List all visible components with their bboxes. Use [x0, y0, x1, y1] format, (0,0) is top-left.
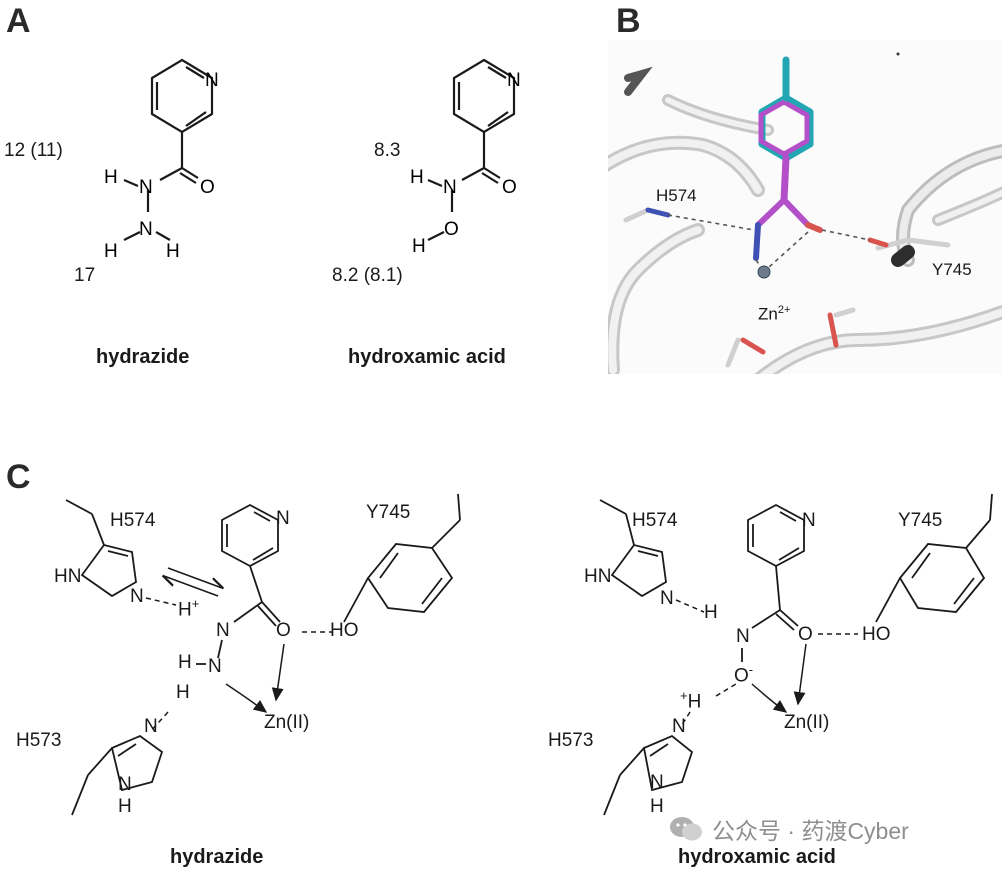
c-left-h-plus: H+ [178, 596, 199, 621]
c-right-h-plus: +H [680, 688, 701, 713]
c-right-ring-n: N [802, 510, 816, 531]
hydroxamic-h1: H [410, 167, 424, 188]
c-left-h3: H [176, 682, 190, 703]
c-right-minus: - [748, 662, 754, 677]
c-left-nh: N [118, 774, 132, 795]
hydrazide-ring-n: N [205, 70, 219, 91]
c-right-nh: N [650, 772, 664, 793]
hydrazide-h3: H [166, 241, 180, 262]
c-left-n-im1: N [130, 586, 144, 607]
zinc-ion [757, 265, 771, 279]
panel-letter-a: A [6, 2, 31, 40]
hydrazide-n1: N [139, 177, 153, 198]
c-right-h-plus-h: H [687, 691, 702, 713]
c-left-o: O [276, 620, 291, 641]
c-left-plus: + [191, 596, 200, 611]
hydrazide-pyridine-ring [123, 58, 214, 241]
hydroxamic-o: O [502, 177, 517, 198]
wechat-icon [670, 817, 702, 841]
c-left-n-im2: N [144, 716, 158, 737]
panel-b-h574-label: H574 [656, 186, 697, 205]
hydroxamic-ring-n: N [507, 70, 521, 91]
hydrazide-h1: H [104, 167, 118, 188]
c-left-hn: HN [54, 566, 82, 587]
hydrazide-h2: H [104, 241, 118, 262]
hydrazide-n2: N [139, 219, 153, 240]
c-left-h2: H [178, 652, 192, 673]
panel-b-y745-label: Y745 [932, 260, 972, 279]
watermark-text: 公众号 · 药渡Cyber [712, 818, 909, 844]
c-right-zn: Zn(II) [784, 712, 830, 733]
panel-letter-b: B [616, 2, 641, 40]
hydroxamic-n1: N [443, 177, 457, 198]
c-right-ho: HO [862, 624, 891, 645]
c-left-caption: hydrazide [170, 846, 264, 868]
crystal-structure-panel: H574 Y745 Zn2+ [608, 40, 1002, 374]
c-right-o-minus-o: O [734, 665, 749, 687]
crystal-structure-render [608, 52, 1002, 374]
hydroxamic-h2: H [412, 236, 426, 257]
c-left-n2: N [208, 656, 222, 677]
panel-b-zn-label: Zn2+ [758, 304, 790, 325]
hydroxamic-caption: hydroxamic acid [348, 346, 506, 368]
c-left-nh-h: H [118, 796, 132, 817]
right-hydroxamic-bonds [599, 493, 993, 816]
panel-letter-c: C [6, 458, 31, 496]
hydroxamic-pyridine-ring [427, 58, 516, 241]
c-right-o-minus: O- [734, 662, 753, 687]
c-left-y745: Y745 [366, 502, 411, 523]
c-left-h574: H574 [110, 510, 156, 531]
c-right-hn: HN [584, 566, 612, 587]
hydrazide-o: O [200, 177, 215, 198]
hydrazide-pka-top: 12 (11) [4, 140, 63, 161]
c-left-h-plus-h: H [178, 599, 192, 621]
c-right-n1: N [736, 626, 750, 647]
hydroxamic-pka-bottom: 8.2 (8.1) [332, 265, 403, 286]
c-right-n-im2: N [672, 716, 686, 737]
panel-b-zn-charge: 2+ [777, 304, 791, 316]
panel-b-zn-text: Zn [758, 304, 778, 324]
c-right-caption: hydroxamic acid [678, 846, 836, 868]
panel-c-mechanisms [65, 493, 993, 816]
c-right-h574: H574 [632, 510, 678, 531]
c-left-ho: HO [330, 620, 359, 641]
c-right-h573: H573 [548, 730, 594, 751]
c-left-h573: H573 [16, 730, 62, 751]
hydrazide-pka-bottom: 17 [74, 265, 96, 286]
c-right-h1: H [704, 602, 718, 623]
watermark: 公众号 · 药渡Cyber [668, 812, 909, 846]
c-left-ring-n: N [276, 508, 290, 529]
c-right-y745: Y745 [898, 510, 943, 531]
c-right-o: O [798, 624, 813, 645]
c-right-plus: + [680, 688, 688, 703]
c-right-nh-h: H [650, 796, 664, 817]
c-left-n1: N [216, 620, 230, 641]
c-right-n-im1: N [660, 588, 674, 609]
panel-a-structures: N H N O N H H N H N O O H [104, 58, 521, 262]
hydroxamic-o2: O [444, 219, 459, 240]
c-left-zn: Zn(II) [264, 712, 310, 733]
hydrazide-caption: hydrazide [96, 346, 190, 368]
left-hydrazide-bonds [65, 493, 461, 816]
hydroxamic-pka-top: 8.3 [374, 140, 401, 161]
